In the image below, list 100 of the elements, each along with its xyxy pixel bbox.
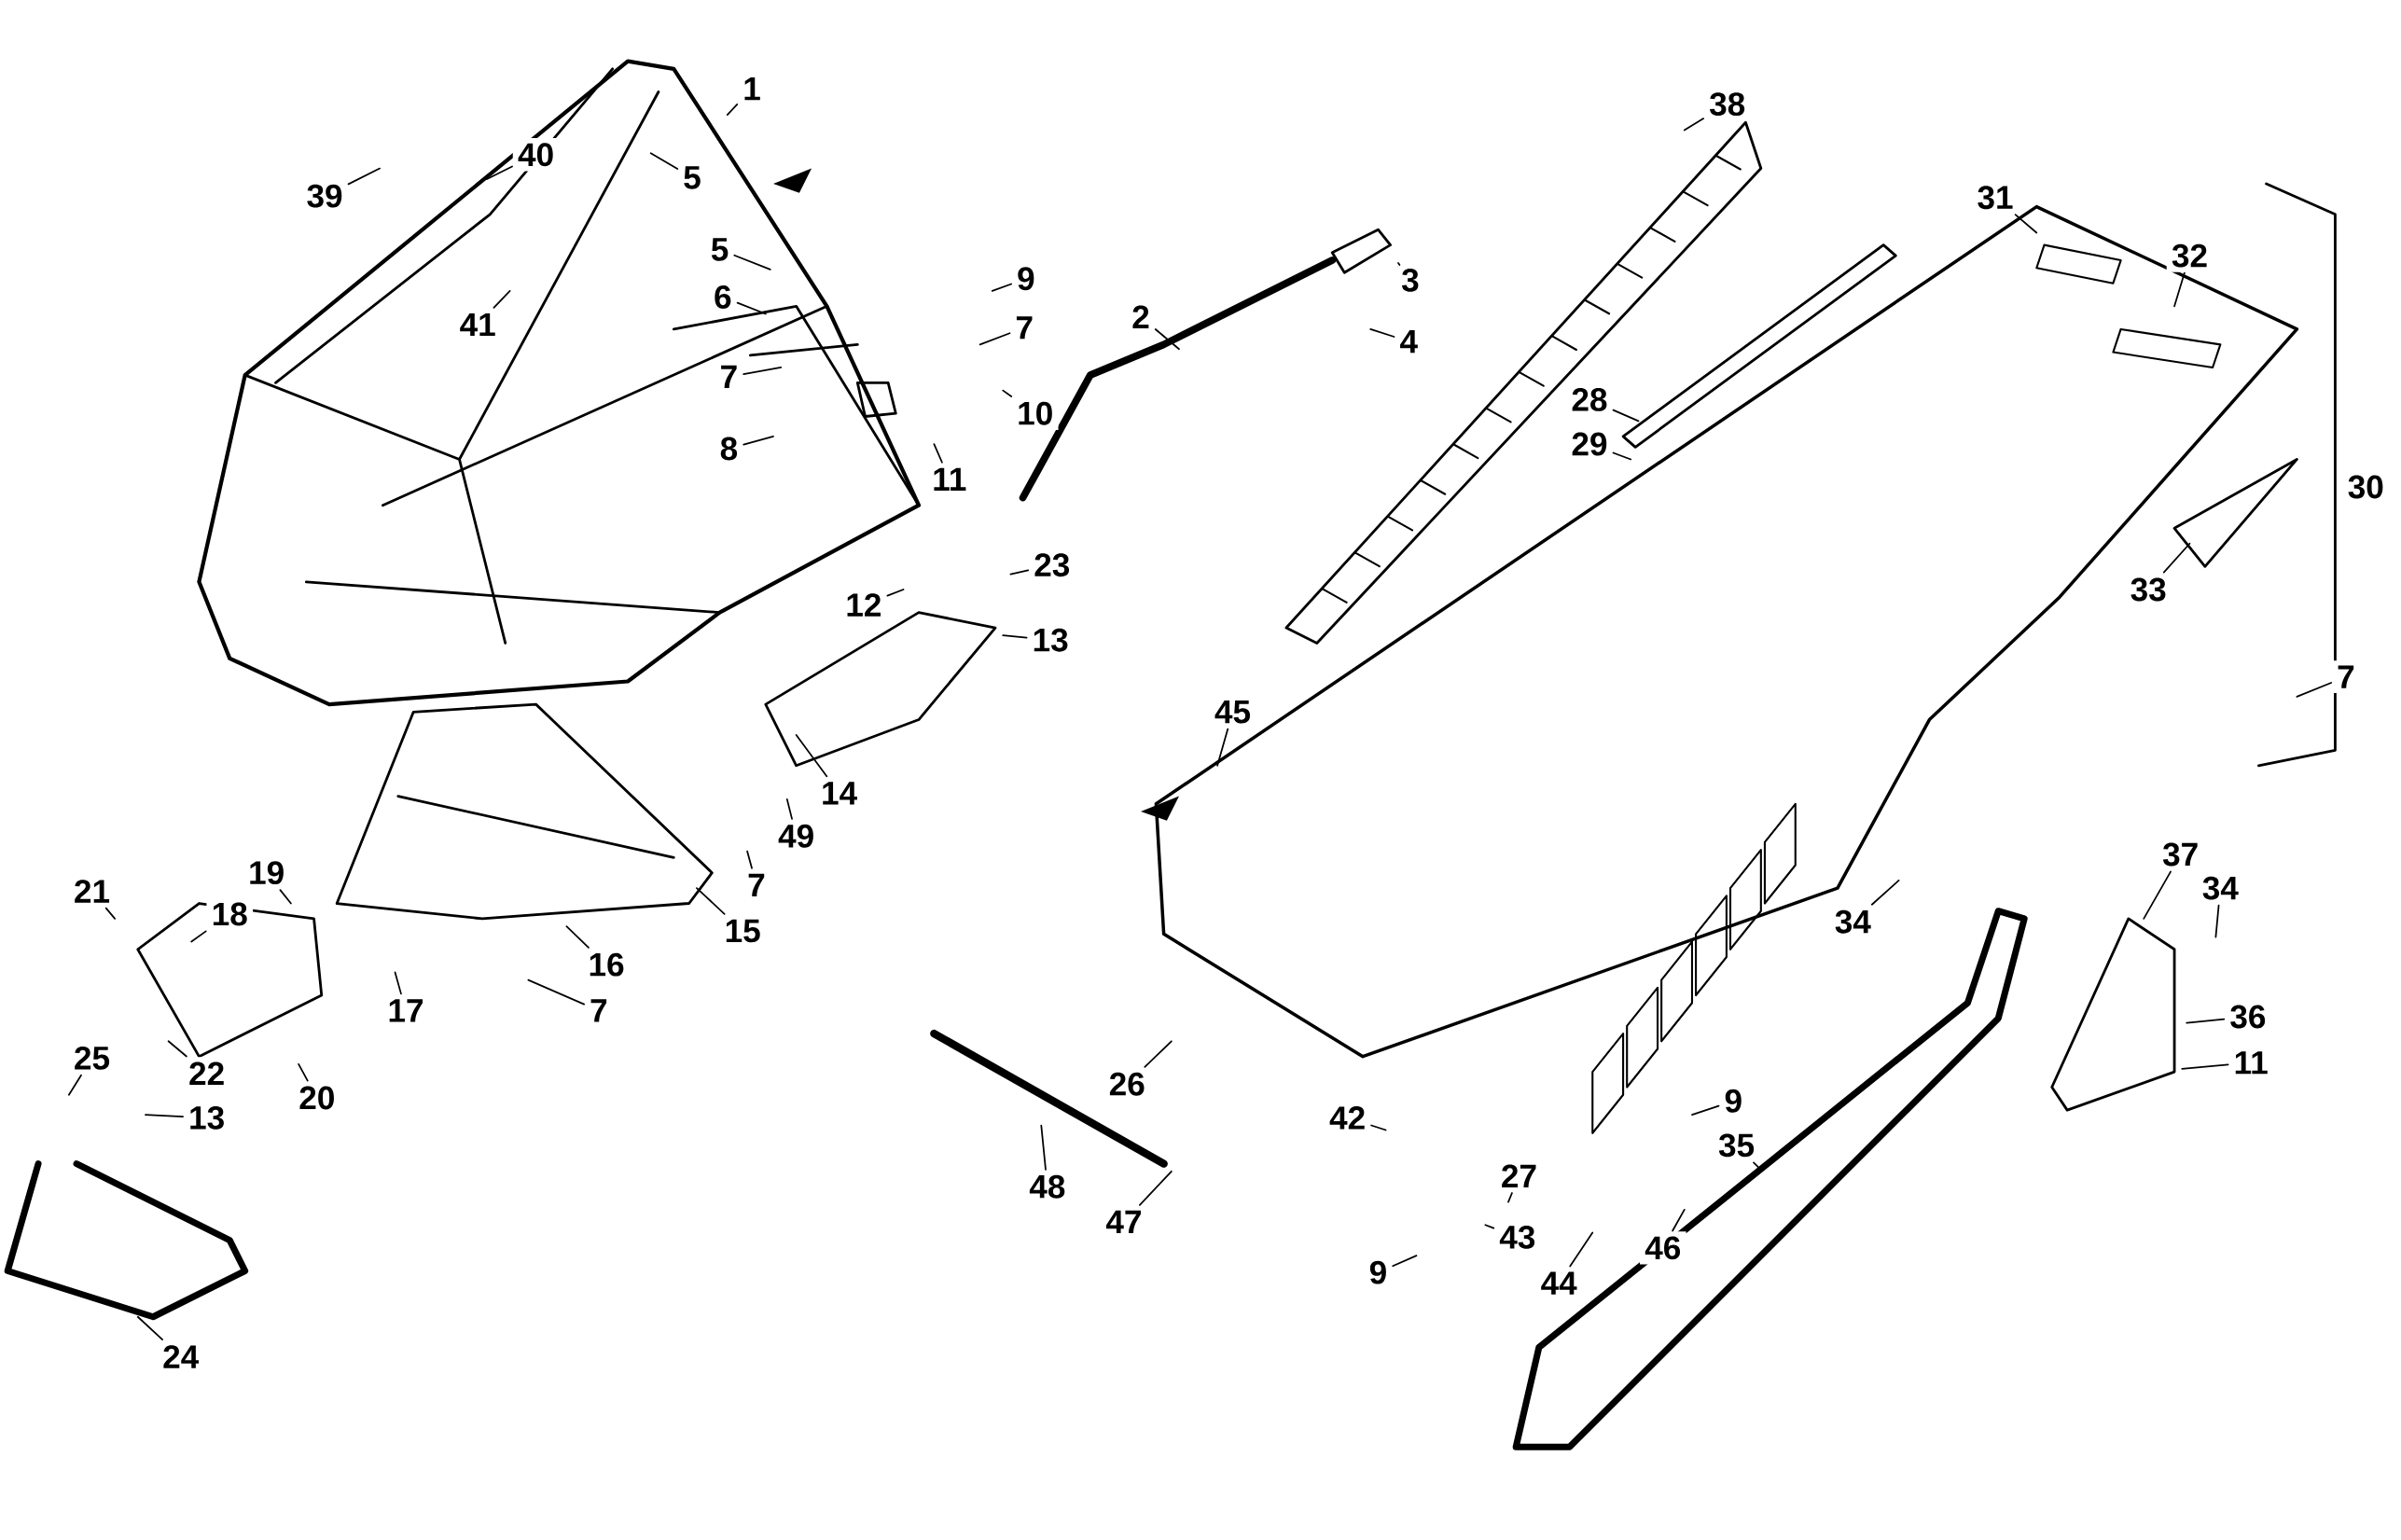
callout-number: 6 (708, 280, 737, 313)
leader-line (1507, 1191, 1513, 1203)
callout-number: 28 (1566, 382, 1613, 416)
leader-line (1683, 118, 1705, 132)
callout-number: 7 (715, 360, 743, 393)
leader-line (726, 103, 739, 116)
leader-line (649, 152, 679, 170)
leader-line (136, 1315, 163, 1340)
callout-number: 42 (1324, 1101, 1371, 1134)
leader-line (1002, 389, 1013, 397)
callout-number: 27 (1495, 1159, 1543, 1193)
callout-number: 20 (294, 1081, 340, 1115)
leader-line (104, 907, 116, 920)
callout-number: 17 (382, 993, 429, 1027)
callout-number: 13 (1027, 623, 1074, 657)
leader-line (1369, 327, 1395, 338)
leader-line (1392, 1255, 1418, 1267)
leader-line (565, 925, 590, 949)
callout-number: 33 (2125, 573, 2172, 606)
callout-number: 1 (738, 72, 767, 105)
callout-number: 4 (1395, 325, 1423, 358)
leader-line (978, 332, 1011, 345)
leader-line (2214, 904, 2220, 938)
leader-line (736, 301, 767, 315)
leader-line (1216, 728, 1229, 767)
leader-line (696, 887, 726, 915)
leader-line (2296, 681, 2333, 698)
callout-number: 7 (742, 868, 770, 901)
callout-number: 36 (2225, 1000, 2271, 1034)
callout-number: 41 (454, 308, 501, 341)
callout-number: 49 (772, 819, 820, 853)
leader-line (1870, 879, 1900, 906)
leader-line (1612, 451, 1632, 461)
leader-line (733, 254, 771, 271)
leader-line (190, 930, 207, 943)
callout-number: 12 (840, 588, 887, 621)
leader-line (68, 1074, 82, 1096)
leader-line (1612, 409, 1640, 423)
callout-number: 15 (719, 914, 766, 948)
callout-number: 44 (1535, 1267, 1582, 1299)
callout-number: 19 (243, 855, 290, 890)
leader-line (2181, 1063, 2229, 1070)
leader-line (279, 889, 292, 905)
callout-number: 10 (1011, 396, 1059, 430)
callout-number: 46 (1639, 1230, 1686, 1265)
leader-line (1484, 1224, 1495, 1229)
leader-line (394, 971, 402, 995)
callout-number: 43 (1494, 1220, 1541, 1254)
callout-number: 11 (926, 463, 972, 495)
callout-number: 5 (705, 232, 734, 266)
callout-number: 38 (1703, 87, 1751, 121)
callout-number: 40 (512, 137, 560, 172)
callout-number: 16 (583, 948, 630, 981)
callout-number: 34 (1829, 905, 1877, 938)
callout-number: 9 (1364, 1256, 1393, 1289)
leader-line (167, 1040, 187, 1058)
leader-line (1139, 1170, 1173, 1206)
leader-line (493, 289, 511, 309)
leader-line (1154, 327, 1180, 350)
leader-line (1672, 1208, 1686, 1232)
callout-number: 22 (183, 1057, 230, 1090)
leader-line (145, 1113, 184, 1117)
leader-line (1002, 634, 1028, 639)
leader-line (486, 165, 513, 180)
callout-number: 13 (183, 1101, 230, 1134)
callout-number: 2 (1126, 300, 1156, 334)
leader-line (1691, 1104, 1720, 1116)
leader-line (785, 798, 793, 820)
leader-line (991, 283, 1012, 292)
callout-number: 29 (1566, 427, 1613, 461)
callout-number: 5 (677, 160, 707, 194)
leader-line (1009, 569, 1030, 576)
leader-line (743, 435, 774, 446)
callout-number: 30 (2342, 470, 2390, 504)
callout-number: 37 (2157, 838, 2204, 871)
leader-line (347, 167, 381, 185)
callout-number: 18 (206, 897, 254, 931)
leader-line (2173, 271, 2186, 307)
leader-line (2186, 1018, 2226, 1024)
callout-number: 9 (1719, 1084, 1748, 1117)
callout-number: 3 (1395, 263, 1424, 297)
leader-line (743, 366, 783, 375)
callout-number: 23 (1028, 548, 1076, 582)
callout-number: 21 (68, 874, 116, 908)
leader-line (746, 850, 753, 869)
leader-line (1144, 1040, 1173, 1068)
leader-line (527, 978, 585, 1006)
callout-number: 35 (1713, 1128, 1760, 1162)
callout-number: 32 (2166, 239, 2214, 272)
callout-number: 31 (1972, 180, 2019, 215)
callout-number: 14 (815, 776, 863, 810)
callout-number: 8 (715, 432, 743, 465)
leader-line (795, 733, 828, 777)
callout-number: 7 (2331, 660, 2360, 693)
leader-line (1397, 261, 1401, 266)
callout-number: 25 (68, 1041, 116, 1075)
callout-number: 39 (301, 179, 348, 213)
callout-number: 48 (1024, 1170, 1071, 1203)
leader-line (1569, 1231, 1594, 1268)
leader-line (298, 1062, 309, 1082)
